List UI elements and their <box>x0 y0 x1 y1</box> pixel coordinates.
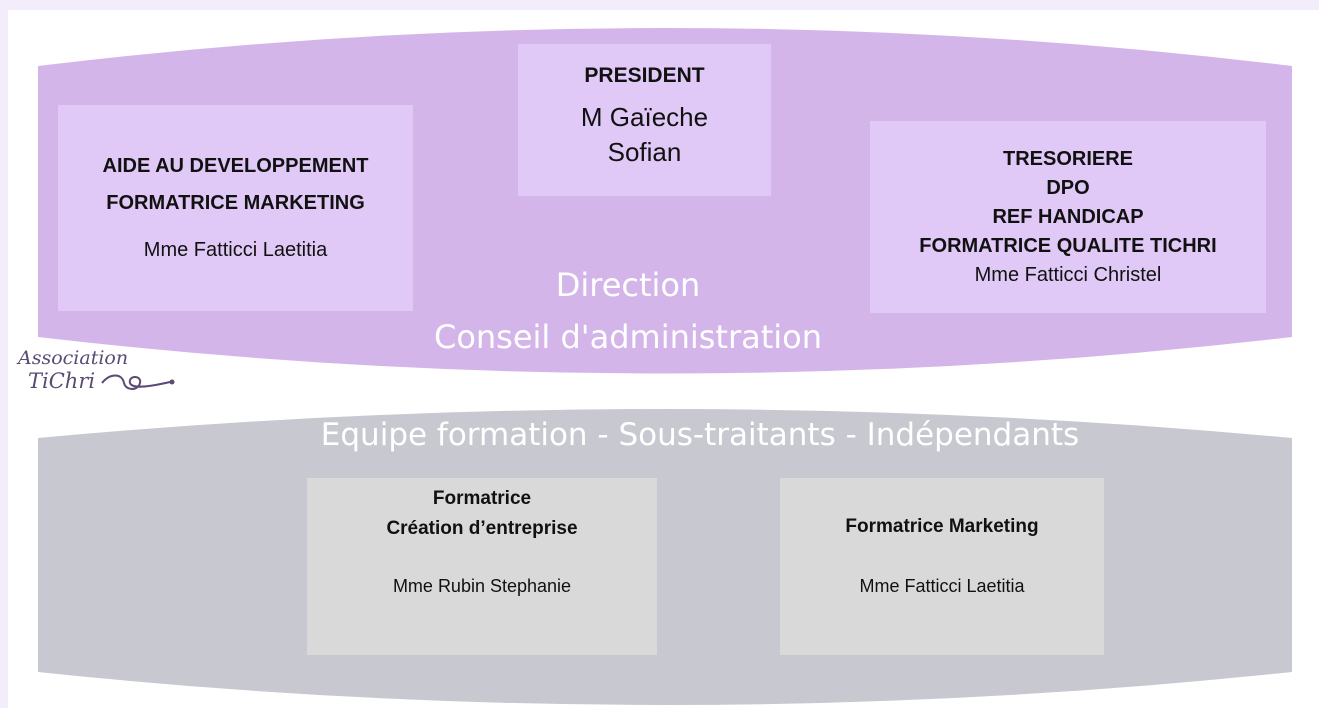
aide-title-line1: AIDE AU DEVELOPPEMENT <box>102 154 369 177</box>
marketing-box: Formatrice Marketing Mme Fatticci Laetit… <box>780 478 1104 655</box>
direction-label: Direction <box>555 266 701 304</box>
tresoriere-title-line1: TRESORIERE <box>1002 147 1134 170</box>
aide-box: AIDE AU DEVELOPPEMENT FORMATRICE MARKETI… <box>58 105 413 311</box>
equipe-label: Equipe formation - Sous-traitants - Indé… <box>320 417 1080 453</box>
creation-title-line2: Création d’entreprise <box>386 518 578 539</box>
tresoriere-title-line3: REF HANDICAP <box>992 205 1144 228</box>
logo-line1: Association <box>18 347 129 369</box>
tresoriere-title-line4: FORMATRICE QUALITE TICHRI <box>919 234 1217 257</box>
marketing-title: Formatrice Marketing <box>845 516 1039 537</box>
marketing-name: Mme Fatticci Laetitia <box>859 576 1025 596</box>
tresoriere-box: TRESORIERE DPO REF HANDICAP FORMATRICE Q… <box>870 121 1266 313</box>
president-name-line2: Sofian <box>607 137 682 167</box>
president-box: PRESIDENT M Gaïeche Sofian <box>518 44 771 196</box>
tresoriere-title-line2: DPO <box>1046 176 1090 199</box>
aide-name: Mme Fatticci Laetitia <box>143 238 328 261</box>
aide-title-line2: FORMATRICE MARKETING <box>106 191 365 214</box>
association-logo: Association TiChri <box>14 347 184 417</box>
creation-name: Mme Rubin Stephanie <box>392 576 572 596</box>
president-name-line1: M Gaïeche <box>580 102 709 132</box>
creation-box: Formatrice Création d’entreprise Mme Rub… <box>307 478 657 655</box>
logo-line2: TiChri <box>28 369 96 393</box>
logo-swirl-icon <box>101 374 175 390</box>
president-title: PRESIDENT <box>584 64 705 87</box>
tresoriere-name: Mme Fatticci Christel <box>974 263 1162 286</box>
conseil-label: Conseil d'administration <box>433 318 823 356</box>
creation-title-line1: Formatrice <box>432 488 532 509</box>
